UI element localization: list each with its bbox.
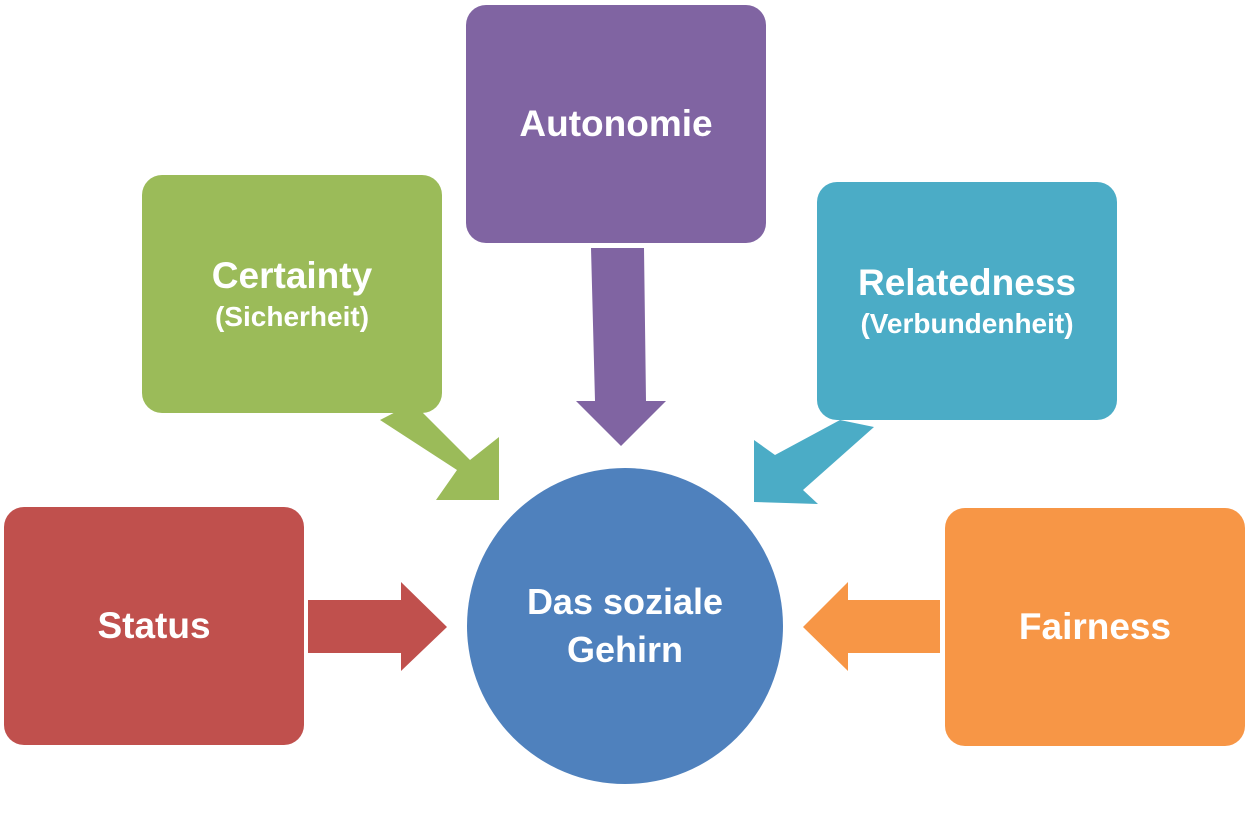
node-certainty-sublabel: (Sicherheit): [214, 301, 370, 332]
node-fairness-label: Fairness: [1018, 606, 1172, 647]
node-status: Status: [4, 507, 304, 745]
arrow-relatedness: [754, 420, 874, 504]
node-autonomie: Autonomie: [466, 5, 766, 243]
node-status-label: Status: [97, 605, 211, 646]
arrow-autonomie: [576, 248, 666, 446]
node-relatedness: Relatedness (Verbundenheit): [817, 182, 1117, 420]
arrow-certainty: [380, 403, 499, 500]
arrow-fairness: [803, 582, 940, 671]
node-certainty: Certainty (Sicherheit): [142, 175, 442, 413]
center-label-line1: Das soziale: [526, 581, 724, 622]
center-circle: Das soziale Gehirn: [467, 468, 783, 784]
node-fairness: Fairness: [945, 508, 1245, 746]
center-label-line2: Gehirn: [566, 629, 683, 670]
node-relatedness-sublabel: (Verbundenheit): [860, 308, 1074, 339]
node-certainty-label: Certainty: [211, 255, 373, 296]
node-autonomie-label: Autonomie: [519, 103, 713, 144]
node-relatedness-label: Relatedness: [858, 262, 1076, 303]
arrow-status: [308, 582, 447, 671]
